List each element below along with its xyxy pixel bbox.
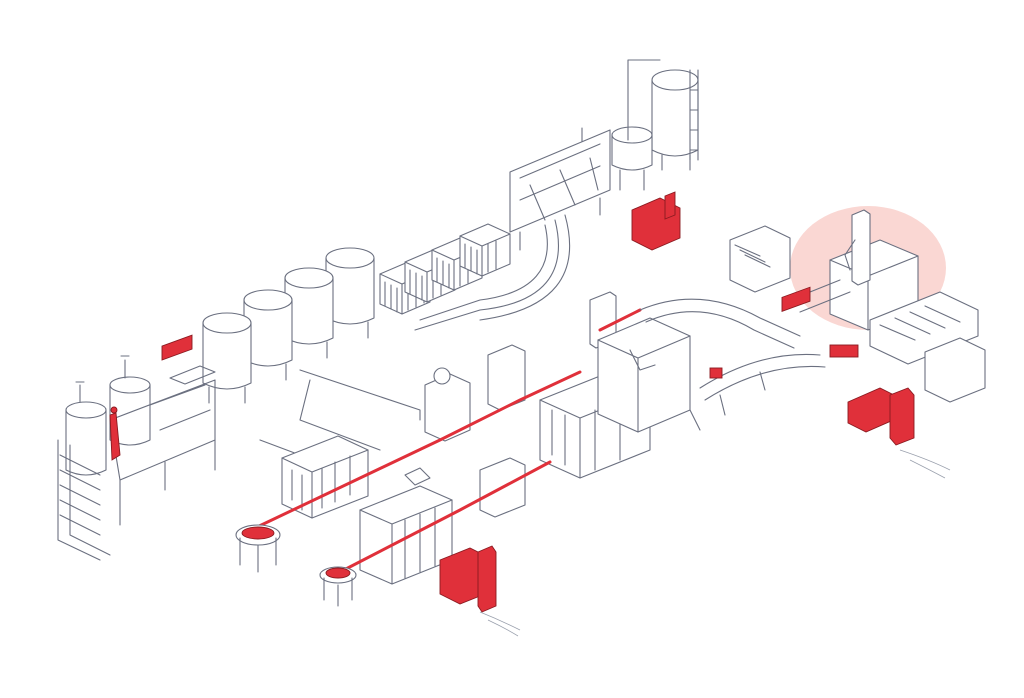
pipe — [414, 219, 559, 331]
rotary-table — [235, 524, 281, 573]
ibc-totes — [379, 223, 511, 315]
red-case — [829, 344, 859, 358]
silo-tanks — [581, 59, 699, 191]
red-case — [781, 286, 811, 312]
mixing-tanks-platform — [57, 334, 216, 561]
storage-tanks — [202, 247, 375, 404]
conveyor-belt — [639, 298, 801, 337]
dosing-panel — [509, 129, 611, 251]
agv-forklift — [631, 191, 681, 251]
product-conveyor — [253, 370, 582, 530]
operator-figure — [109, 412, 121, 461]
agv-forklift — [847, 387, 915, 446]
pipe — [419, 224, 548, 321]
red-crates — [161, 334, 193, 361]
red-case — [709, 367, 723, 379]
agv-forklift — [439, 545, 497, 613]
accumulation-tables — [729, 225, 986, 403]
rotary-table — [319, 566, 357, 607]
product-conveyor — [338, 460, 552, 574]
filling-line-machines — [281, 291, 691, 585]
conveyor-belt — [699, 353, 821, 389]
